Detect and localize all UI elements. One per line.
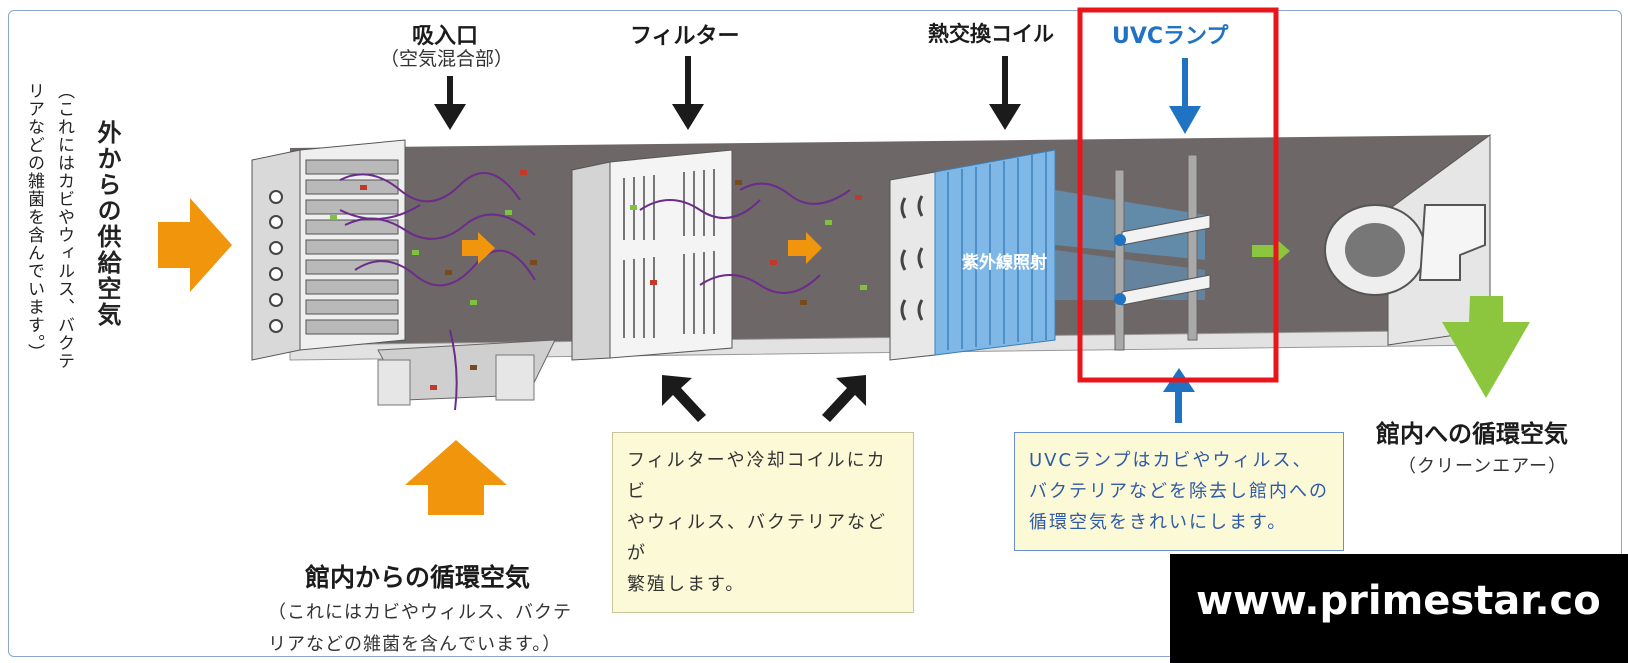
heat-exchange-coil [889,149,1056,361]
outside-air-note-1: （これにはカビやウィルス、バクテ [54,82,74,370]
filter-note-line: フィルターや冷却コイルにカビ [627,450,887,502]
uvc-lamps [1055,154,1211,351]
intake-louver-unit [251,139,406,361]
filter-note-line: やウィルス、バクテリアなどが [627,512,887,564]
diagram-frame [8,10,1622,657]
filter-note-box: フィルターや冷却コイルにカビ やウィルス、バクテリアなどが 繁殖します。 [612,432,914,613]
filter-label: フィルター [630,24,740,49]
intake-label: 吸入口 [412,24,479,49]
airflow-orange-arrows [158,198,822,515]
uvc-note-line: バクテリアなどを除去し館内への [1029,481,1329,502]
return-air-note-2: リアなどの雑菌を含んでいます。） [268,634,562,655]
filter-unit [571,149,733,361]
component-pointer-arrows [434,56,1021,422]
uv-irradiation-label: 紫外線照射 [962,253,1047,273]
supply-air-note: （クリーンエアー） [1398,456,1568,477]
supply-air-label: 館内への循環空気 [1376,420,1568,448]
blower-fan [1324,134,1491,346]
airflow-green-arrows [1252,238,1530,398]
coil-label: 熱交換コイル [928,22,1054,46]
return-air-chute [377,339,556,406]
uvc-note-box: UVCランプはカビやウィルス、 バクテリアなどを除去し館内への 循環空気をきれい… [1014,432,1344,551]
uvc-highlight-frame [1077,7,1279,383]
watermark-url: www.primestar.co [1170,554,1628,663]
return-air-label: 館内からの循環空気 [305,563,531,592]
uvc-note-line: 循環空気をきれいにします。 [1029,512,1288,533]
uvc-label: UVCランプ [1112,24,1229,49]
outside-air-label: 外からの供給空気 [93,120,121,328]
intake-sub-label: （空気混合部） [380,48,514,70]
return-air-note-1: （これにはカビやウィルス、バクテ [268,602,572,623]
uvc-note-line: UVCランプはカビやウィルス、 [1029,450,1313,471]
filter-note-line: 繁殖します。 [627,574,746,595]
outside-air-note-2: リアなどの雑菌を含んでいます。） [24,82,44,362]
